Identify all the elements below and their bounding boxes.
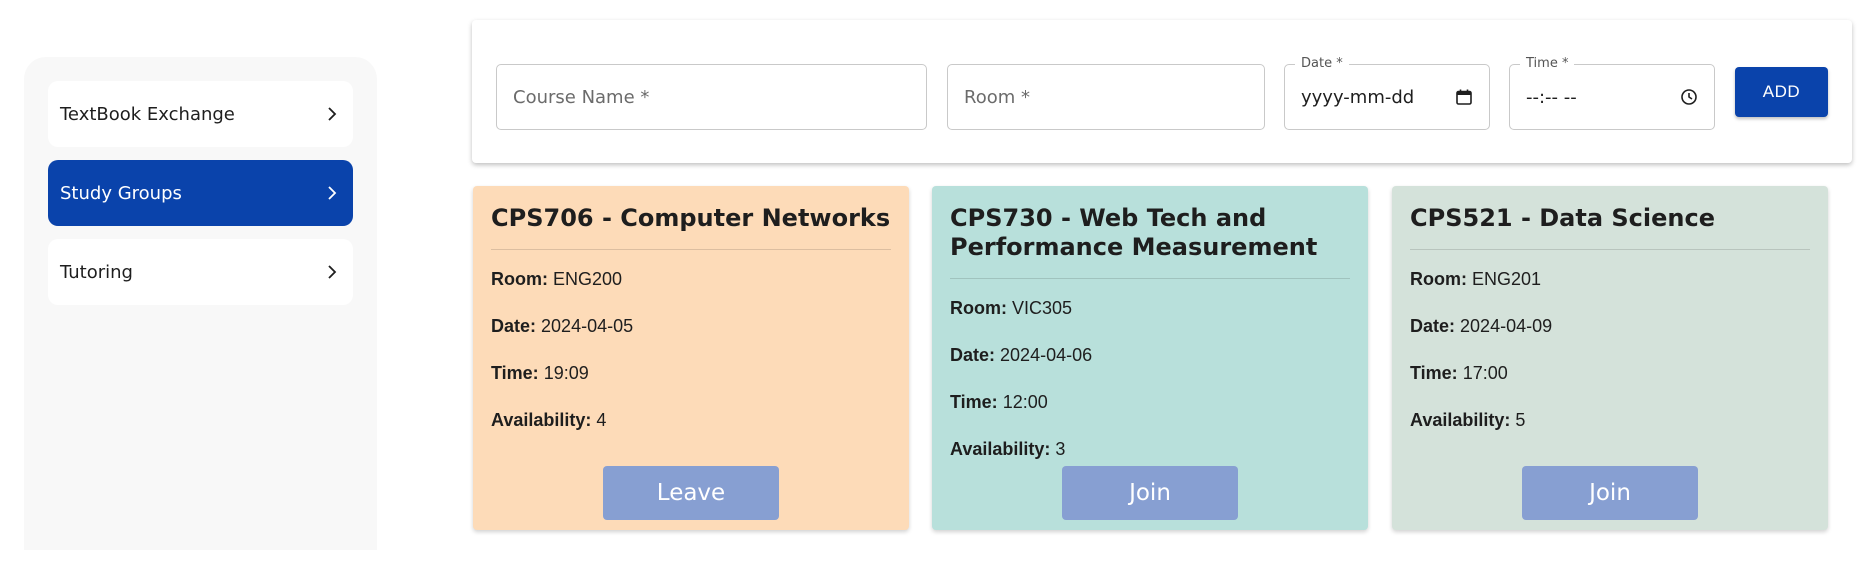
sidebar-item-label: TextBook Exchange	[60, 103, 235, 125]
date-input[interactable]: Date * yyyy-mm-dd	[1284, 56, 1490, 130]
time-label: Time:	[1410, 363, 1458, 383]
time-value: 12:00	[1002, 392, 1048, 412]
room-label: Room:	[1410, 269, 1467, 289]
room-label: Room:	[950, 298, 1007, 318]
card-title: CPS706 - Computer Networks	[491, 204, 891, 232]
course-name-placeholder: Course Name *	[513, 86, 650, 108]
date-value: yyyy-mm-dd	[1301, 86, 1415, 108]
chevron-right-icon	[325, 265, 339, 279]
card-room: Room: ENG201	[1410, 268, 1810, 290]
chevron-right-icon	[325, 107, 339, 121]
card-date: Date: 2024-04-09	[1410, 315, 1810, 337]
availability-value: 5	[1515, 410, 1526, 430]
card-title: CPS730 - Web Tech and Performance Measur…	[950, 204, 1318, 261]
date-label: Date *	[1295, 56, 1349, 71]
date-value: 2024-04-09	[1460, 316, 1553, 336]
availability-label: Availability:	[491, 410, 592, 430]
time-input[interactable]: Time * --:-- --	[1509, 56, 1715, 130]
leave-button[interactable]: Leave	[603, 466, 779, 520]
add-study-group-form: Course Name * Room * Date * yyyy-mm-dd T…	[472, 20, 1852, 163]
time-label: Time:	[491, 363, 539, 383]
card-availability: Availability: 5	[1410, 409, 1810, 431]
sidebar-item-study-groups[interactable]: Study Groups	[48, 160, 353, 226]
course-name-input[interactable]: Course Name *	[496, 64, 927, 130]
date-label: Date:	[491, 316, 537, 336]
card-time: Time: 17:00	[1410, 362, 1810, 384]
room-value: VIC305	[1012, 298, 1073, 318]
card-divider	[491, 249, 891, 250]
room-label: Room:	[491, 269, 548, 289]
time-value: 17:00	[1462, 363, 1508, 383]
date-value: 2024-04-05	[541, 316, 634, 336]
card-availability: Availability: 4	[491, 409, 891, 431]
join-button[interactable]: Join	[1522, 466, 1698, 520]
study-group-card: CPS706 - Computer Networks Room: ENG200 …	[473, 186, 909, 530]
sidebar: TextBook Exchange Study Groups Tutoring	[24, 57, 377, 550]
card-date: Date: 2024-04-05	[491, 315, 891, 337]
card-divider	[950, 278, 1350, 279]
room-input[interactable]: Room *	[947, 64, 1265, 130]
time-value: 19:09	[543, 363, 589, 383]
card-time: Time: 19:09	[491, 362, 891, 384]
card-room: Room: VIC305	[950, 297, 1350, 319]
date-label: Date:	[1410, 316, 1456, 336]
study-group-card: CPS521 - Data Science Room: ENG201 Date:…	[1392, 186, 1828, 530]
availability-label: Availability:	[950, 439, 1051, 459]
time-label: Time:	[950, 392, 998, 412]
sidebar-item-label: Study Groups	[60, 182, 182, 204]
date-label: Date:	[950, 345, 996, 365]
date-value: 2024-04-06	[1000, 345, 1093, 365]
room-value: ENG200	[553, 269, 623, 289]
card-time: Time: 12:00	[950, 391, 1350, 413]
sidebar-item-tutoring[interactable]: Tutoring	[48, 239, 353, 305]
availability-value: 3	[1055, 439, 1066, 459]
availability-label: Availability:	[1410, 410, 1511, 430]
card-divider	[1410, 249, 1810, 250]
time-label: Time *	[1520, 56, 1575, 71]
card-title: CPS521 - Data Science	[1410, 204, 1716, 232]
room-value: ENG201	[1472, 269, 1542, 289]
card-date: Date: 2024-04-06	[950, 344, 1350, 366]
card-availability: Availability: 3	[950, 438, 1350, 460]
study-group-card: CPS730 - Web Tech and Performance Measur…	[932, 186, 1368, 530]
calendar-icon[interactable]	[1455, 88, 1473, 106]
add-button[interactable]: ADD	[1735, 67, 1828, 117]
chevron-right-icon	[325, 186, 339, 200]
sidebar-item-textbook-exchange[interactable]: TextBook Exchange	[48, 81, 353, 147]
join-button[interactable]: Join	[1062, 466, 1238, 520]
time-value: --:-- --	[1526, 86, 1577, 108]
sidebar-item-label: Tutoring	[60, 261, 133, 283]
room-placeholder: Room *	[964, 86, 1030, 108]
card-room: Room: ENG200	[491, 268, 891, 290]
availability-value: 4	[596, 410, 607, 430]
clock-icon[interactable]	[1680, 88, 1698, 106]
